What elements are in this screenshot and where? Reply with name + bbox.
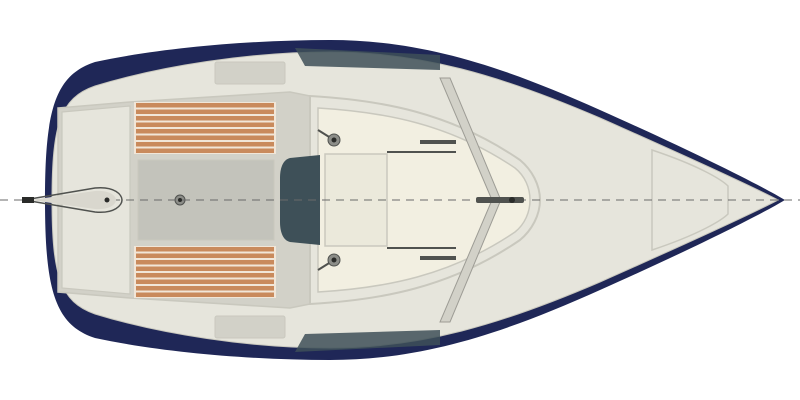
teak-plank bbox=[136, 109, 274, 114]
mast-step bbox=[476, 197, 524, 203]
tiller bbox=[22, 186, 123, 214]
aft-quarter-starboard bbox=[214, 315, 286, 339]
jib-track-port bbox=[420, 140, 456, 144]
teak-plank bbox=[136, 122, 274, 127]
teak-plank bbox=[136, 135, 274, 140]
teak-plank bbox=[136, 116, 274, 121]
teak-seat-port bbox=[134, 102, 276, 154]
teak-plank bbox=[136, 286, 274, 291]
winch-port bbox=[317, 129, 341, 147]
teak-plank bbox=[136, 247, 274, 252]
teak-plank bbox=[136, 266, 274, 271]
teak-plank bbox=[136, 129, 274, 134]
teak-plank bbox=[136, 260, 274, 265]
teak-plank bbox=[136, 279, 274, 284]
teak-seat-starboard bbox=[134, 246, 276, 298]
teak-plank bbox=[136, 142, 274, 147]
teak-plank bbox=[136, 273, 274, 278]
aft-quarter-port bbox=[214, 61, 286, 85]
rub-rail-starboard bbox=[295, 330, 440, 352]
teak-plank bbox=[136, 103, 274, 108]
teak-plank bbox=[136, 253, 274, 258]
teak-plank bbox=[136, 292, 274, 297]
winch-starboard bbox=[317, 253, 341, 271]
rub-rail-port bbox=[295, 48, 440, 70]
jib-track-starboard bbox=[420, 256, 456, 260]
teak-plank bbox=[136, 148, 274, 153]
